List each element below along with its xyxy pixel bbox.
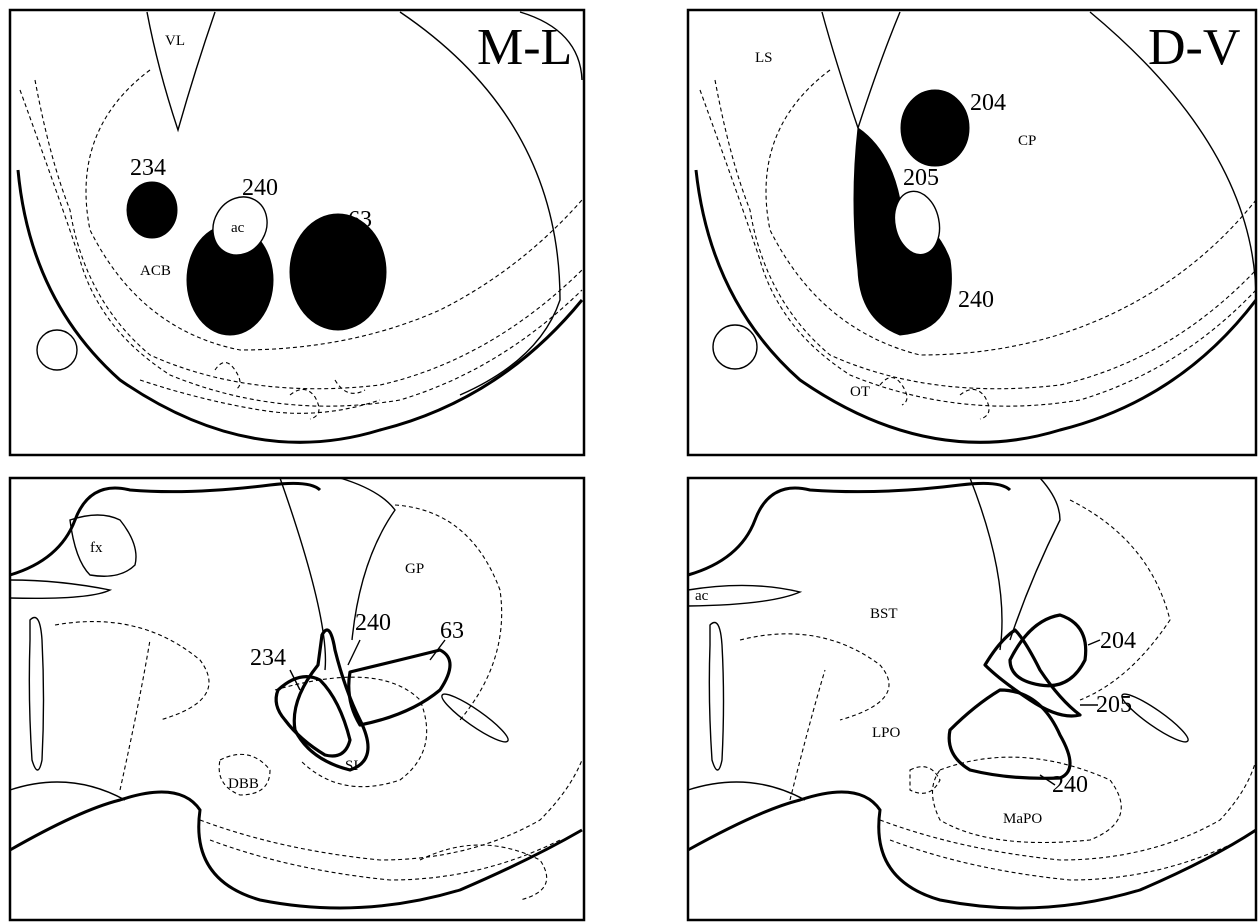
internal-capsule-left bbox=[970, 478, 1002, 650]
label-lesion-205: 205 bbox=[903, 165, 939, 191]
lesion-outline-204 bbox=[1010, 615, 1086, 686]
dashed-region bbox=[1070, 500, 1170, 700]
leader-240 bbox=[348, 640, 360, 665]
internal-capsule-left bbox=[280, 478, 325, 670]
dashed-squiggle-1 bbox=[880, 378, 907, 406]
label-lesion-240: 240 bbox=[355, 610, 391, 636]
optic-line bbox=[10, 782, 125, 800]
dashed-blob bbox=[910, 767, 940, 794]
panel-top-left: VL ac ACB 234 240 63 M-L bbox=[10, 10, 584, 455]
label-lesion-204: 204 bbox=[970, 90, 1006, 116]
dashed-contour-2 bbox=[715, 80, 1256, 389]
panel-top-right: LS CP OT 204 205 240 D-V bbox=[688, 10, 1256, 455]
dashed-squiggle-2 bbox=[290, 389, 319, 419]
dashed-contour-1 bbox=[200, 760, 582, 860]
label-lesion-234: 234 bbox=[250, 645, 286, 671]
label-fx: fx bbox=[90, 540, 103, 556]
label-lesion-205: 205 bbox=[1096, 692, 1132, 718]
top-contour bbox=[10, 483, 320, 575]
dashed-region-2 bbox=[740, 634, 889, 720]
dashed-contour-0 bbox=[766, 70, 1256, 355]
label-gp: GP bbox=[405, 561, 424, 577]
heading-d-v: D-V bbox=[1148, 19, 1240, 76]
label-bst: BST bbox=[870, 606, 898, 622]
label-ot: OT bbox=[850, 384, 870, 400]
leader-204 bbox=[1088, 640, 1100, 645]
bottom-contour bbox=[688, 792, 1256, 908]
label-lesion-234: 234 bbox=[130, 155, 166, 181]
label-lesion-204: 204 bbox=[1100, 628, 1136, 654]
label-ac: ac bbox=[695, 588, 709, 604]
ventricle bbox=[822, 12, 900, 128]
lesion-outline-240 bbox=[294, 630, 368, 770]
dashed-contour-3 bbox=[140, 380, 380, 413]
label-vl: VL bbox=[165, 33, 185, 49]
panel-bottom-right: ac BST LPO MaPO 204 205 240 bbox=[688, 478, 1256, 920]
dashed-line bbox=[790, 670, 825, 800]
dashed-region bbox=[55, 622, 209, 720]
circle-structure bbox=[37, 330, 77, 370]
label-mapo: MaPO bbox=[1003, 811, 1042, 827]
label-cp: CP bbox=[1018, 133, 1036, 149]
lesion-204 bbox=[901, 90, 969, 166]
anterior-commissure-band bbox=[10, 580, 110, 598]
label-lpo: LPO bbox=[872, 725, 901, 741]
lesion-outline-240 bbox=[949, 690, 1070, 778]
lesion-outline-234 bbox=[276, 677, 350, 756]
lesion-outline-205 bbox=[985, 630, 1080, 716]
fornix bbox=[70, 515, 136, 576]
dashed-contour-3 bbox=[420, 845, 547, 900]
label-lesion-240: 240 bbox=[242, 175, 278, 201]
gp-border bbox=[395, 505, 502, 720]
bottom-contour bbox=[10, 792, 582, 908]
panel-frame bbox=[688, 478, 1256, 920]
label-lesion-240: 240 bbox=[958, 287, 994, 313]
lesion-outline-63 bbox=[349, 650, 450, 725]
label-ls: LS bbox=[755, 50, 773, 66]
top-contour bbox=[688, 483, 1010, 575]
circle-structure bbox=[713, 325, 757, 369]
mapo-region bbox=[933, 757, 1122, 842]
ellipse-structure bbox=[438, 689, 513, 748]
dashed-squiggle-1 bbox=[215, 363, 240, 391]
label-ac: ac bbox=[231, 220, 245, 236]
dashed-squiggle-2 bbox=[960, 389, 989, 419]
dashed-contour-1 bbox=[700, 90, 1256, 406]
panel-bottom-left: fx GP SI DBB 234 240 63 bbox=[10, 478, 584, 920]
optic-line bbox=[688, 782, 805, 800]
lesion-234 bbox=[127, 182, 177, 238]
heading-m-l: M-L bbox=[477, 19, 572, 76]
label-lesion-240: 240 bbox=[1052, 772, 1088, 798]
label-acb: ACB bbox=[140, 263, 171, 279]
third-ventricle bbox=[709, 623, 723, 771]
ventricle-vl bbox=[147, 12, 215, 130]
label-lesion-63: 63 bbox=[348, 207, 372, 233]
dashed-line bbox=[120, 640, 150, 790]
label-dbb: DBB bbox=[228, 776, 259, 792]
label-lesion-63: 63 bbox=[440, 618, 464, 644]
third-ventricle bbox=[29, 618, 43, 771]
